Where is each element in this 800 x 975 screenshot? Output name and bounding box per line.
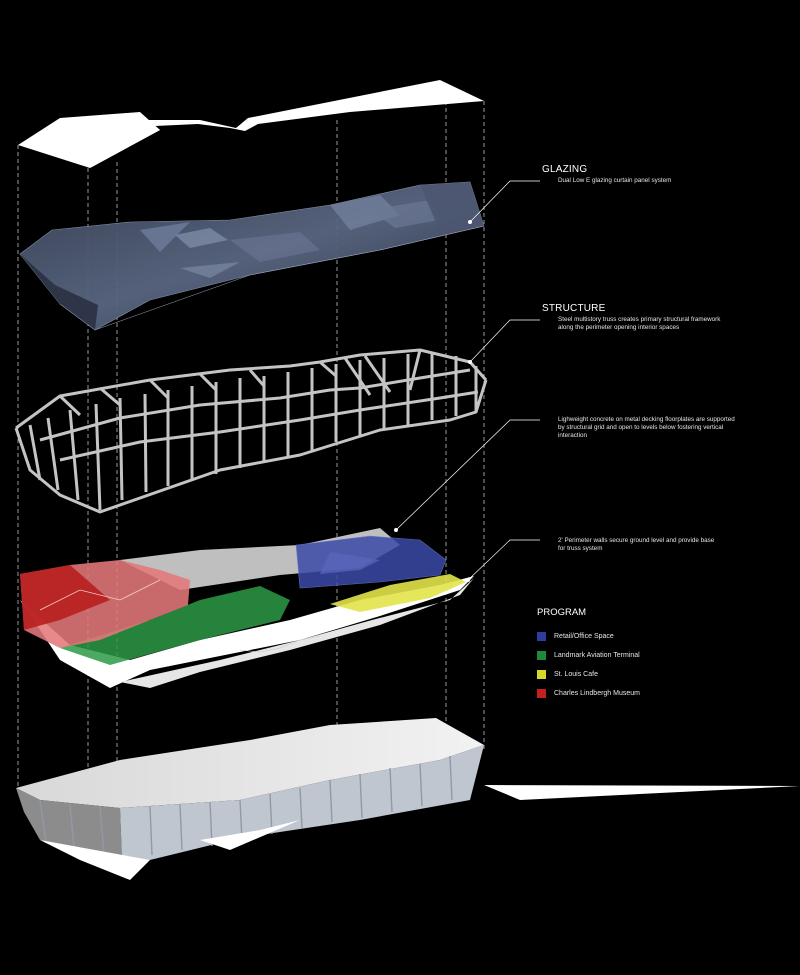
legend-item: Landmark Aviation Terminal (537, 646, 737, 665)
cafe-swatch (537, 670, 546, 679)
legend-label: Retail/Office Space (554, 633, 614, 640)
floorplate-layer (20, 528, 474, 688)
perimeter-walls-description: 2' Perimeter walls secure ground level a… (558, 537, 715, 553)
leader-lines (395, 180, 540, 581)
aviation-terminal-swatch (537, 651, 546, 660)
program-legend: PROGRAM Retail/Office Space Landmark Avi… (537, 607, 737, 703)
building-layer (16, 718, 800, 880)
glazing-layer (19, 181, 485, 331)
glazing-title: GLAZING (542, 164, 588, 175)
glazing-description: Dual Low E glazing curtain panel system (558, 177, 672, 184)
retail-office-swatch (537, 632, 546, 641)
legend-label: St. Louis Cafe (554, 671, 598, 678)
legend-item: Retail/Office Space (537, 627, 737, 646)
program-legend-title: PROGRAM (537, 607, 587, 618)
leader-dots (394, 220, 472, 582)
legend-item: Charles Lindbergh Museum (537, 684, 737, 703)
structure-description: Steel multistory truss creates primary s… (558, 316, 721, 332)
legend-label: Landmark Aviation Terminal (554, 652, 640, 659)
legend-label: Charles Lindbergh Museum (554, 690, 640, 697)
structure-title: STRUCTURE (542, 303, 606, 314)
legend-item: St. Louis Cafe (537, 665, 737, 684)
roof-layer (18, 80, 484, 168)
museum-swatch (537, 689, 546, 698)
structure-layer (14, 348, 488, 514)
floorplate-description: Lighweight concrete on metal decking flo… (558, 416, 735, 440)
